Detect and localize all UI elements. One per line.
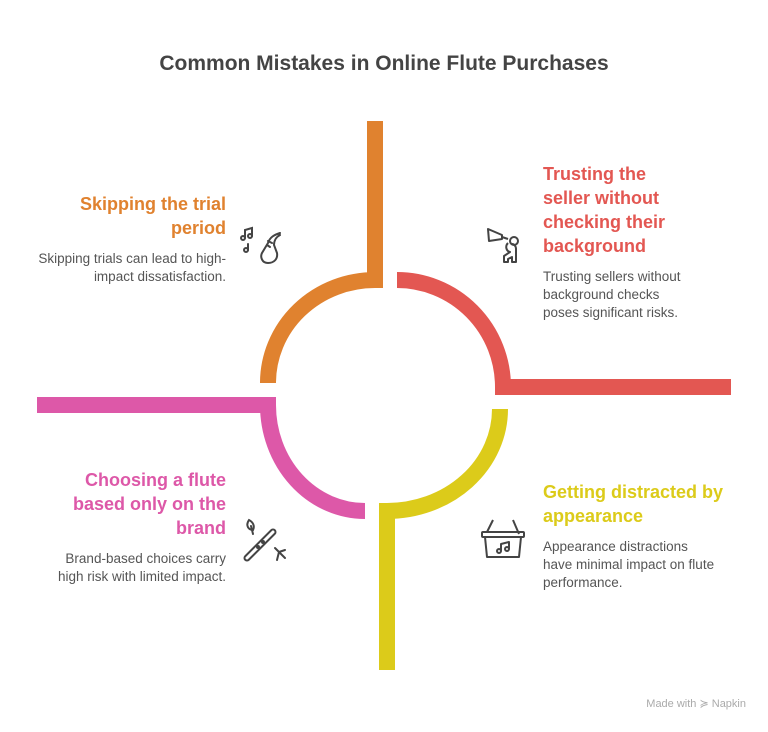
yellow-connector [379,408,508,670]
item-brand-choice: Choosing a flute based only on the brand… [46,468,226,586]
item-description: Brand-based choices carry high risk with… [57,551,226,584]
flute-icon [243,518,286,562]
item-appearance: Getting distracted by appearance Appeara… [543,480,743,592]
orange-connector [260,121,383,384]
napkin-watermark: Made with ≽ Napkin [646,698,746,710]
item-skipping-trial: Skipping the trial period Skipping trial… [26,192,226,286]
red-connector [396,272,731,395]
item-heading: Skipping the trial period [79,194,226,238]
item-trusting-seller: Trusting the seller without checking the… [543,162,693,322]
item-heading: Choosing a flute based only on the brand [72,470,226,538]
item-description: Trusting sellers without background chec… [543,269,681,320]
person-megaphone-icon [487,228,519,263]
item-description: Appearance distractions have minimal imp… [543,539,715,590]
page-title: Common Mistakes in Online Flute Purchase… [159,52,609,75]
item-description: Skipping trials can lead to high-impact … [38,251,226,284]
item-heading: Getting distracted by appearance [543,482,724,526]
item-heading: Trusting the seller without checking the… [543,164,666,256]
pink-connector [37,397,366,519]
shopping-basket-music-icon [481,519,525,558]
saxophone-music-notes-icon [240,226,281,265]
